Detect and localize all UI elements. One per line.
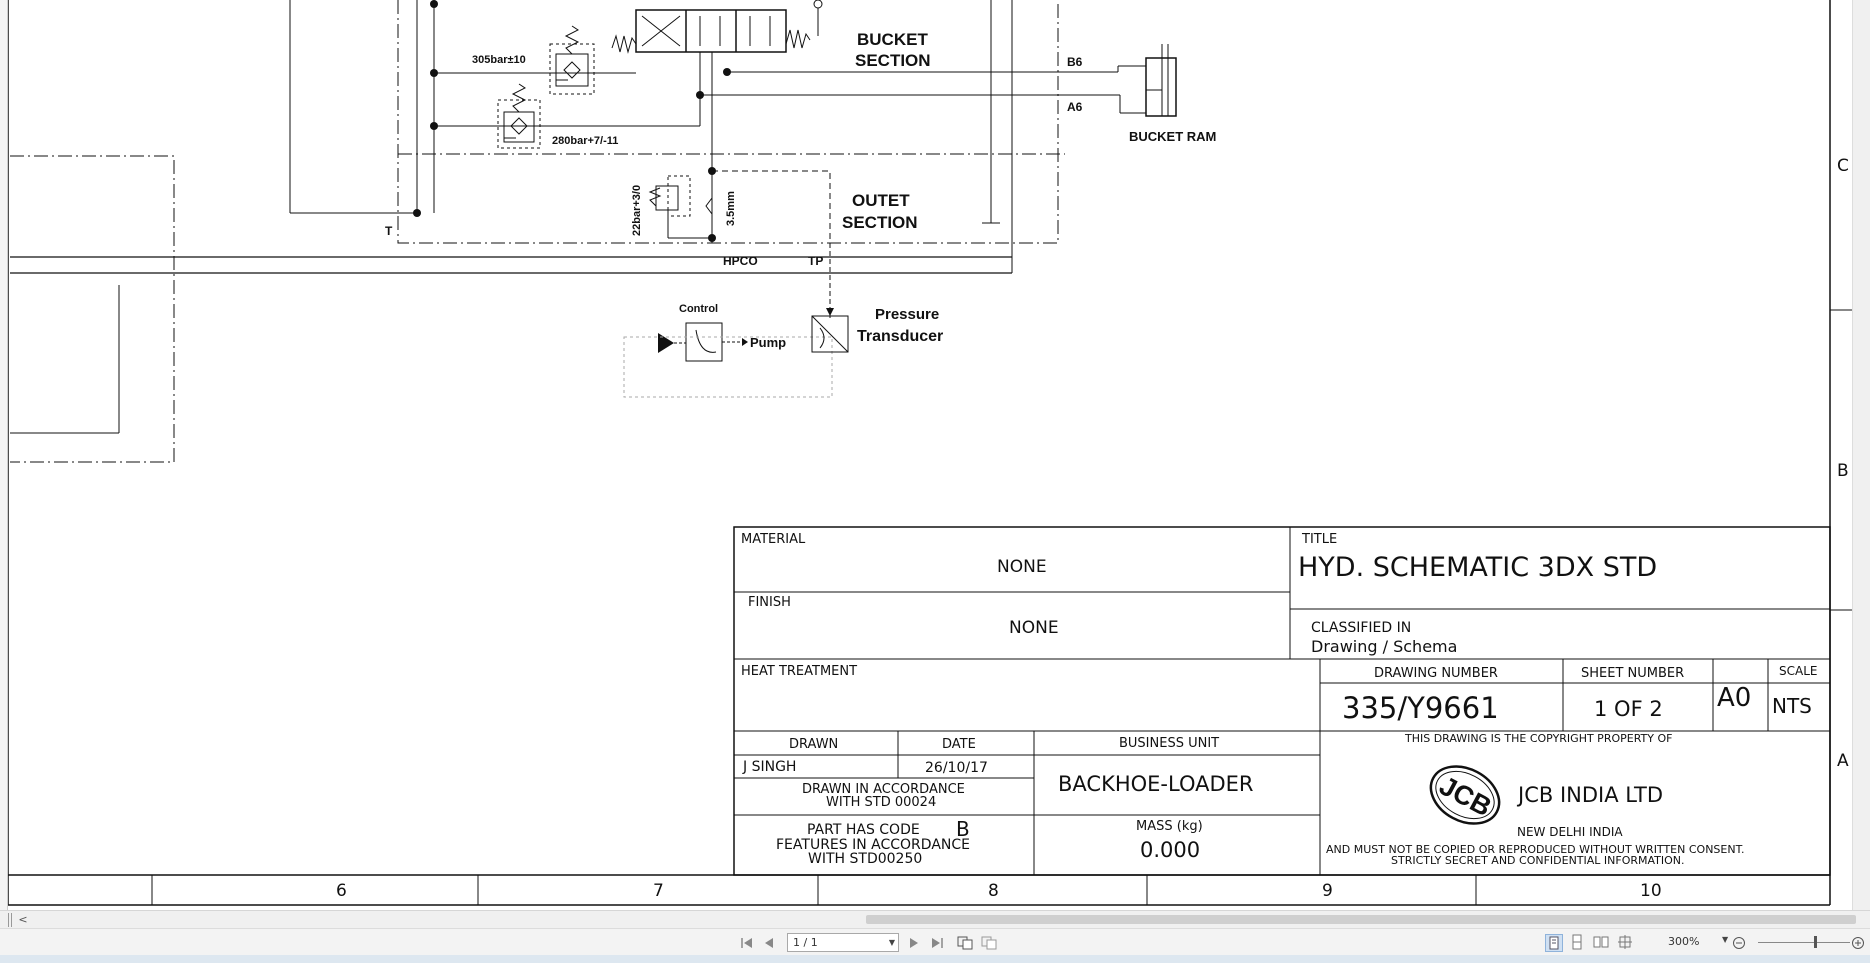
port-b6-label: B6 (1067, 55, 1083, 69)
page-number-input[interactable]: 1 / 1 ▼ (787, 933, 899, 952)
finish-value: NONE (1009, 618, 1059, 638)
continuous-view-icon[interactable] (1569, 934, 1587, 952)
company-location: NEW DELHI INDIA (1517, 825, 1623, 839)
left-panel-edge[interactable] (0, 0, 8, 910)
grid-row-c: C (1837, 156, 1849, 176)
port-a6-label: A6 (1067, 100, 1083, 114)
schematic-svg: BUCKET SECTION OUTET SECTION 305bar±10 2… (7, 0, 1852, 906)
material-label: MATERIAL (741, 532, 806, 547)
single-page-view-icon[interactable] (1545, 934, 1563, 952)
page-dropdown-icon[interactable]: ▼ (888, 938, 895, 947)
first-page-icon[interactable] (738, 934, 756, 952)
relief-305-label: 305bar±10 (472, 54, 526, 66)
grid-column-7: 7 (653, 881, 664, 901)
drawing-number-label: DRAWING NUMBER (1374, 666, 1498, 681)
sheet-number-value: 1 OF 2 (1594, 697, 1663, 721)
scroll-left-arrow-icon[interactable]: < (18, 913, 28, 926)
drawing-number-value: 335/Y9661 (1342, 691, 1499, 725)
material-value: NONE (997, 557, 1047, 577)
company-name: JCB INDIA LTD (1516, 783, 1663, 807)
page-indicator: 1 / 1 (793, 936, 818, 949)
zoom-out-icon[interactable] (1730, 934, 1748, 952)
date-label: DATE (942, 737, 976, 752)
title-value: HYD. SCHEMATIC 3DX STD (1298, 552, 1657, 583)
control-label: Control (679, 303, 718, 315)
copyright-line: THIS DRAWING IS THE COPYRIGHT PROPERTY O… (1404, 732, 1672, 745)
drawing-canvas[interactable]: BUCKET SECTION OUTET SECTION 305bar±10 2… (0, 0, 1870, 910)
port-tp-label: TP (808, 254, 823, 268)
scale-label: SCALE (1779, 664, 1817, 678)
facing-view-icon[interactable] (1593, 934, 1611, 952)
pump-label: Pump (750, 335, 786, 350)
previous-page-icon[interactable] (760, 934, 778, 952)
drawn-value: J SINGH (742, 759, 796, 775)
date-value: 26/10/17 (925, 760, 988, 776)
part-code-letter: B (956, 817, 970, 841)
split-view-icon[interactable] (1617, 934, 1635, 952)
grid-column-8: 8 (988, 881, 999, 901)
jcb-logo: JCB (1429, 765, 1501, 825)
drawn-label: DRAWN (789, 737, 838, 752)
bucket-section-label-1: BUCKET (857, 30, 928, 49)
zoom-slider[interactable] (1758, 942, 1850, 943)
bucket-section-label-2: SECTION (855, 51, 931, 70)
relief-22-label: 22bar+3/0 (631, 185, 643, 236)
last-page-icon[interactable] (928, 934, 946, 952)
next-page-icon[interactable] (905, 934, 923, 952)
viewer-toolbar: 1 / 1 ▼ 300% ▼ (0, 928, 1870, 955)
compare-pages-icon[interactable] (980, 934, 998, 952)
classified-value: Drawing / Schema (1311, 637, 1457, 656)
business-unit-label: BUSINESS UNIT (1119, 736, 1219, 751)
scrollbar-grip-icon[interactable] (8, 913, 12, 927)
notice-line-2: STRICTLY SECRET AND CONFIDENTIAL INFORMA… (1391, 854, 1685, 867)
heat-treatment-label: HEAT TREATMENT (741, 664, 857, 679)
horizontal-scroll-thumb[interactable] (866, 915, 1856, 924)
pressure-label: Pressure (875, 306, 939, 323)
port-t-label: T (385, 224, 393, 238)
scale-value: NTS (1772, 694, 1812, 718)
zoom-in-icon[interactable] (1849, 934, 1867, 952)
orifice-label: 3.5mm (725, 191, 737, 226)
accordance-line-1: DRAWN IN ACCORDANCE (802, 782, 965, 797)
business-unit-value: BACKHOE-LOADER (1058, 772, 1254, 796)
mass-label: MASS (kg) (1136, 819, 1203, 834)
title-label: TITLE (1301, 532, 1337, 547)
finish-label: FINISH (748, 595, 791, 610)
part-code-line-2: FEATURES IN ACCORDANCE (776, 837, 970, 853)
bucket-ram-label: BUCKET RAM (1129, 129, 1216, 144)
zoom-level[interactable]: 300% (1668, 935, 1700, 948)
grid-column-9: 9 (1322, 881, 1333, 901)
grid-column-10: 10 (1640, 881, 1662, 901)
taskbar-strip (0, 955, 1870, 963)
grid-column-6: 6 (336, 881, 347, 901)
zoom-dropdown-icon[interactable]: ▼ (1722, 935, 1729, 944)
horizontal-scrollbar[interactable]: < (0, 910, 1870, 928)
outlet-section-label-1: OUTET (852, 191, 910, 210)
notice-line-1: AND MUST NOT BE COPIED OR REPRODUCED WIT… (1326, 843, 1745, 856)
grid-row-a: A (1837, 751, 1849, 771)
part-code-line-1: PART HAS CODE (807, 822, 920, 838)
outlet-section-label-2: SECTION (842, 213, 918, 232)
mass-value: 0.000 (1140, 838, 1200, 862)
part-code-line-3: WITH STD00250 (808, 851, 922, 867)
transducer-label: Transducer (857, 328, 943, 345)
zoom-slider-thumb[interactable] (1814, 936, 1817, 948)
accordance-line-2: WITH STD 00024 (826, 795, 936, 810)
sheet-size-value: A0 (1717, 683, 1751, 713)
copy-page-icon[interactable] (956, 934, 974, 952)
vertical-scrollbar[interactable] (1852, 0, 1870, 910)
classified-label: CLASSIFIED IN (1311, 620, 1411, 636)
port-hpco-label: HPCO (723, 254, 758, 268)
grid-row-b: B (1837, 461, 1849, 481)
relief-280-label: 280bar+7/-11 (552, 135, 618, 147)
sheet-number-label: SHEET NUMBER (1581, 666, 1684, 681)
